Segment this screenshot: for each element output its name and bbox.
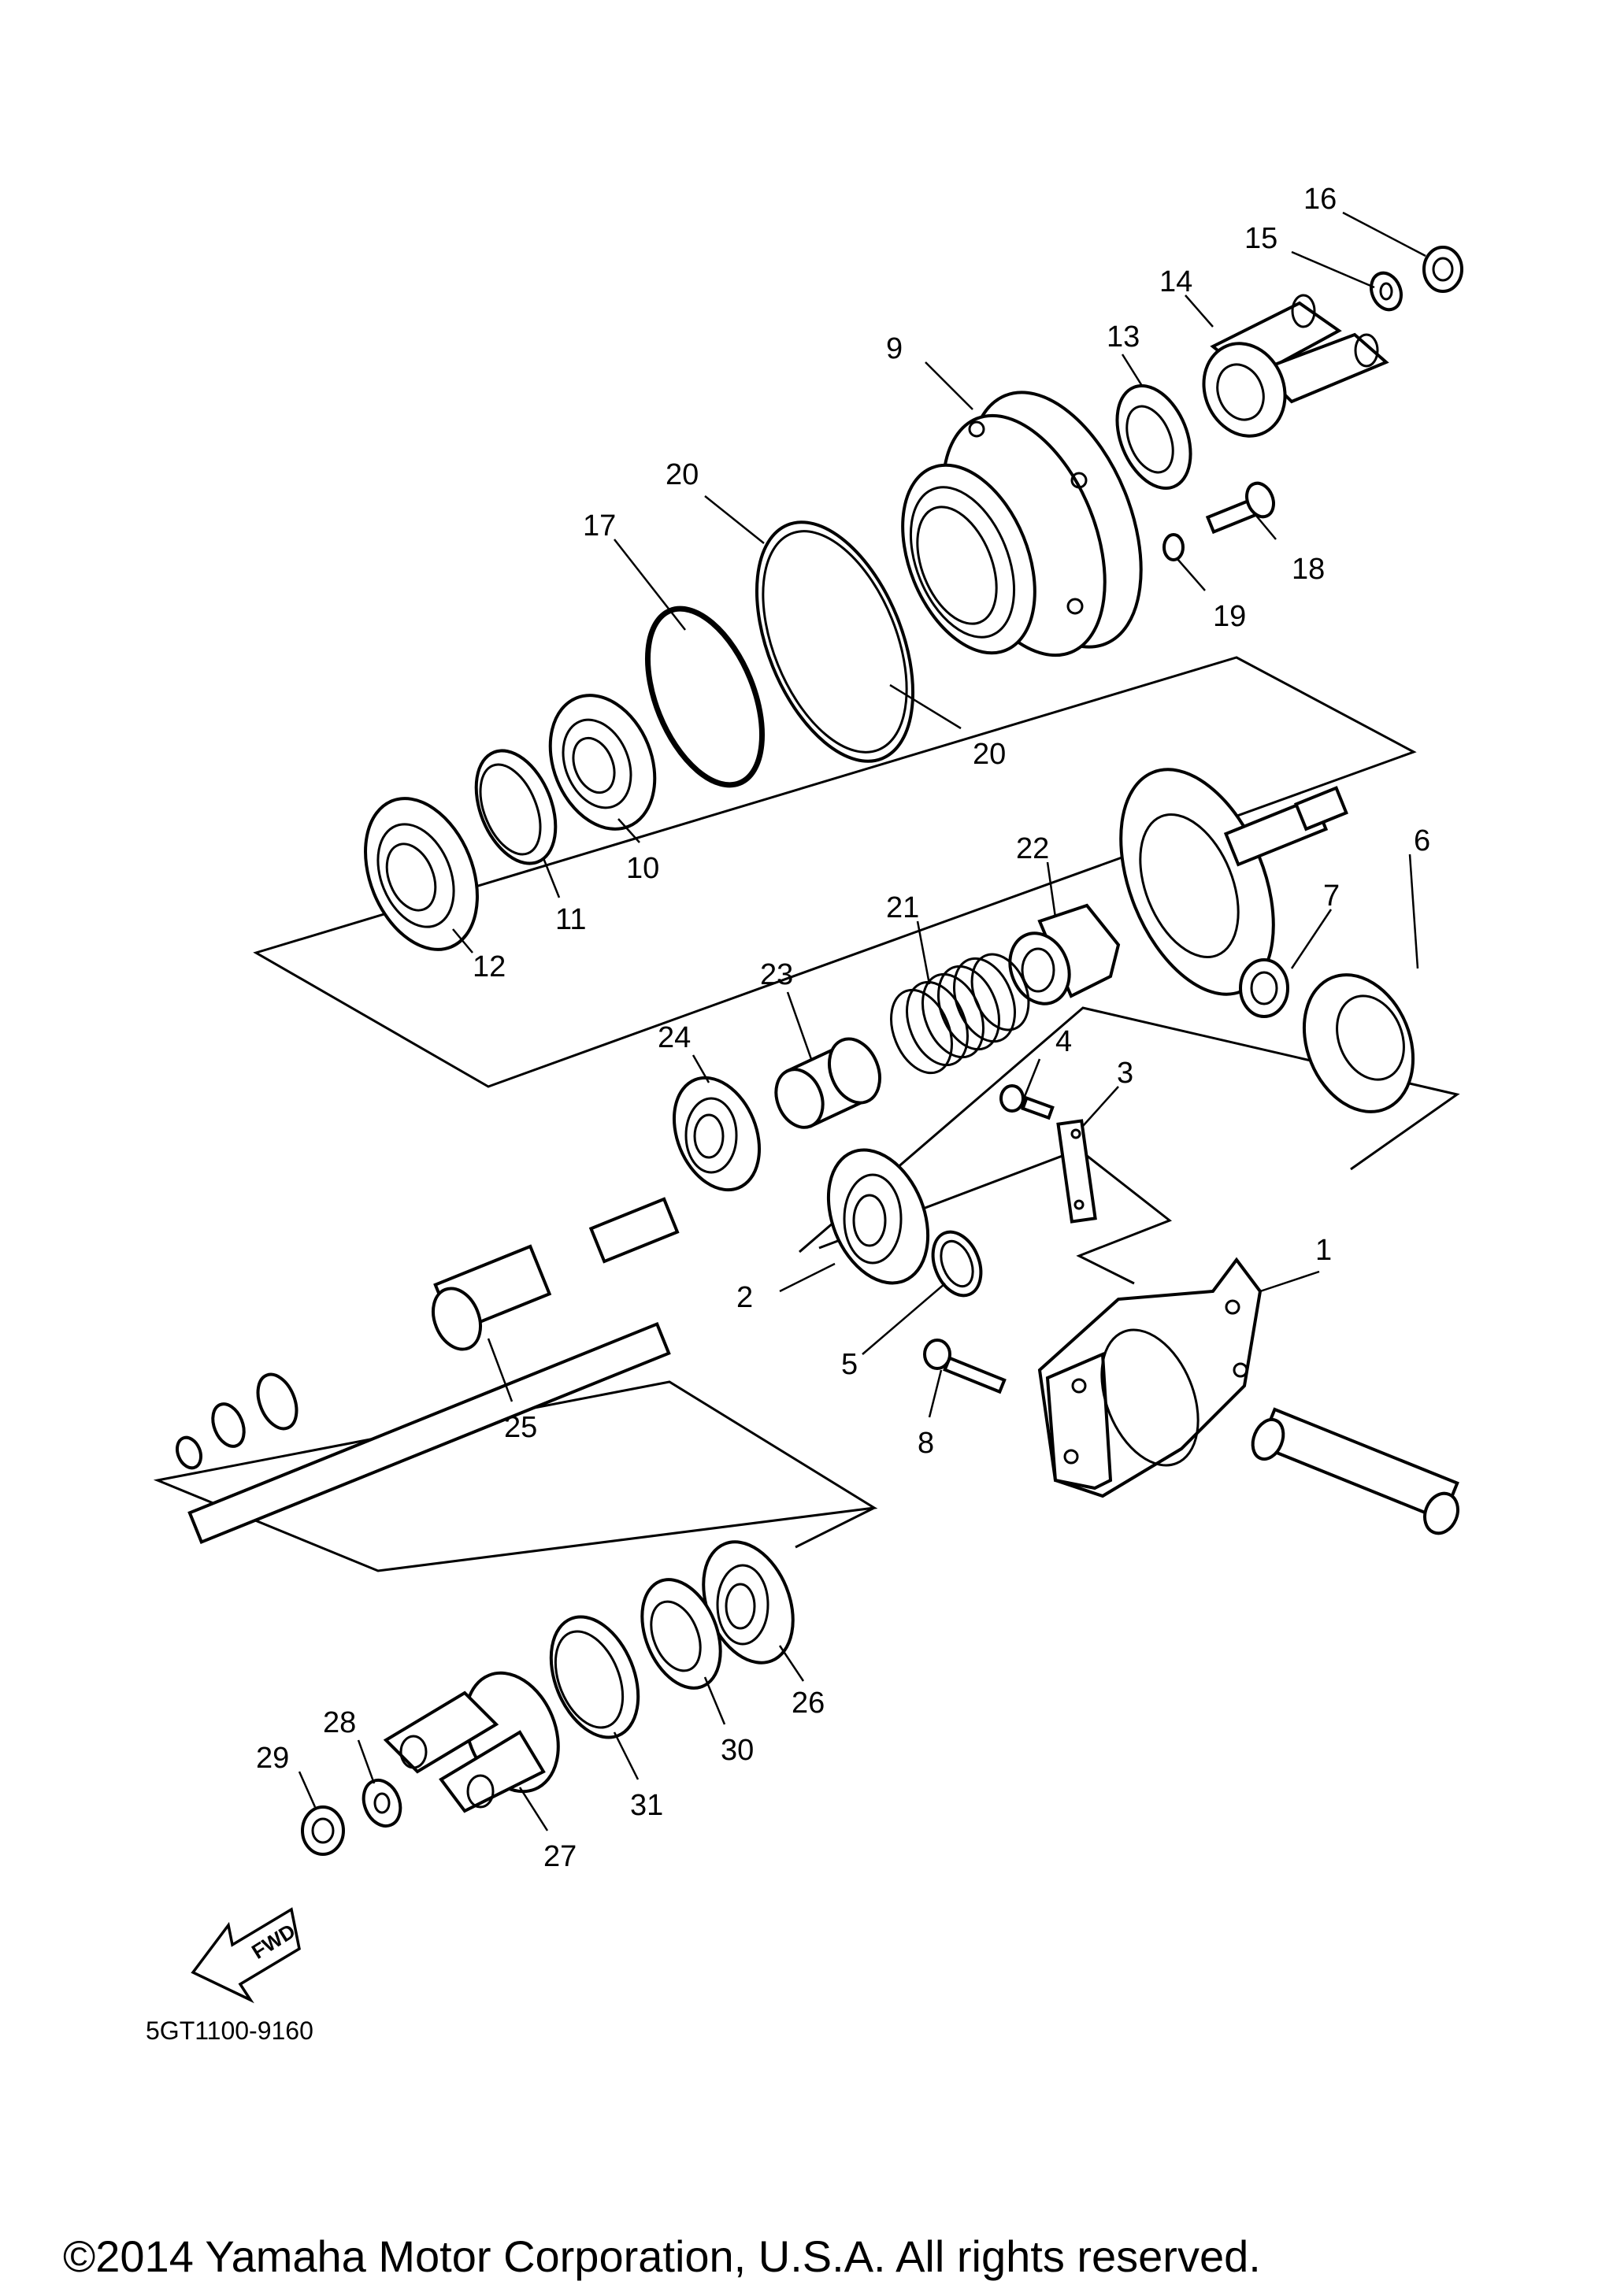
plate-3-part bbox=[1056, 1119, 1097, 1224]
housing-part bbox=[901, 391, 1143, 657]
assembly-line-lower bbox=[795, 1506, 875, 1549]
callout-19: 19 bbox=[1213, 600, 1246, 633]
gasket-part bbox=[755, 520, 915, 763]
callout-13: 13 bbox=[1107, 320, 1140, 354]
callout-31: 31 bbox=[630, 1789, 663, 1822]
callout-9: 9 bbox=[886, 332, 903, 365]
callout-14: 14 bbox=[1159, 265, 1192, 298]
callout-28: 28 bbox=[323, 1706, 356, 1739]
bolt-8-part bbox=[923, 1339, 1007, 1394]
collar-23-part bbox=[774, 1037, 881, 1129]
callout-25: 25 bbox=[504, 1411, 537, 1444]
bearing-12-part bbox=[364, 797, 479, 951]
callout-30: 30 bbox=[721, 1734, 754, 1767]
bearing-2-part bbox=[826, 1148, 930, 1285]
shim-5-part bbox=[931, 1230, 983, 1298]
callout-20-top: 20 bbox=[666, 458, 699, 491]
callout-6: 6 bbox=[1414, 824, 1430, 857]
case-part bbox=[1037, 1257, 1263, 1498]
assembly-box-bracket bbox=[818, 1148, 1172, 1285]
bearing-24-part bbox=[672, 1076, 762, 1192]
assembly-box-upper bbox=[253, 656, 1417, 1088]
callout-26: 26 bbox=[792, 1687, 825, 1720]
nut-7-part bbox=[1239, 958, 1289, 1018]
washer-19-part bbox=[1162, 533, 1185, 561]
callout-24: 24 bbox=[658, 1021, 691, 1054]
leader-lines bbox=[298, 211, 1426, 1831]
screw-4-part bbox=[999, 1084, 1055, 1120]
callout-27: 27 bbox=[543, 1840, 577, 1873]
callout-15: 15 bbox=[1244, 222, 1277, 255]
callout-3: 3 bbox=[1117, 1057, 1133, 1090]
yoke-14-part bbox=[1202, 294, 1389, 438]
washer-28-part bbox=[362, 1778, 402, 1828]
copyright-notice: ©2014 Yamaha Motor Corporation, U.S.A. A… bbox=[63, 2231, 1261, 2281]
output-shaft-part bbox=[1251, 1407, 1459, 1535]
ring-nut-30-part bbox=[640, 1578, 722, 1690]
callout-5: 5 bbox=[841, 1348, 858, 1381]
callout-1: 1 bbox=[1315, 1234, 1332, 1267]
callout-4: 4 bbox=[1055, 1025, 1072, 1058]
yoke-27-part bbox=[383, 1671, 560, 1813]
callout-11: 11 bbox=[555, 903, 586, 936]
oil-seal-31-part bbox=[549, 1615, 640, 1739]
nut-16-part bbox=[1422, 246, 1463, 293]
callout-22: 22 bbox=[1016, 832, 1049, 865]
callout-12: 12 bbox=[473, 950, 506, 983]
callout-8: 8 bbox=[918, 1427, 934, 1460]
callout-23: 23 bbox=[760, 958, 793, 991]
collar-22-part bbox=[1008, 903, 1121, 1005]
callout-17: 17 bbox=[583, 509, 616, 543]
callout-16: 16 bbox=[1303, 183, 1337, 216]
callout-29: 29 bbox=[256, 1742, 289, 1775]
diagram-code: 5GT1100-9160 bbox=[146, 2016, 313, 2045]
oil-seal-13-part bbox=[1115, 384, 1192, 490]
bolt-18-part bbox=[1205, 481, 1275, 535]
assembly-box-middle bbox=[799, 1006, 1460, 1254]
callout-18: 18 bbox=[1292, 553, 1325, 586]
callout-2: 2 bbox=[736, 1281, 753, 1314]
callout-21: 21 bbox=[886, 891, 919, 924]
needle-bearing-part bbox=[474, 749, 558, 865]
callout-20-bottom: 20 bbox=[973, 738, 1006, 771]
bearing-10-part bbox=[548, 694, 657, 831]
callout-7: 7 bbox=[1323, 880, 1340, 913]
nut-29-part bbox=[301, 1805, 345, 1856]
shaft-25-part bbox=[176, 1197, 680, 1545]
forward-arrow-icon: FWD bbox=[191, 1907, 301, 2004]
washer-15-part bbox=[1370, 271, 1403, 312]
callout-10: 10 bbox=[626, 852, 659, 885]
spring-part bbox=[890, 953, 1030, 1075]
gear-set-part bbox=[1119, 768, 1415, 1113]
